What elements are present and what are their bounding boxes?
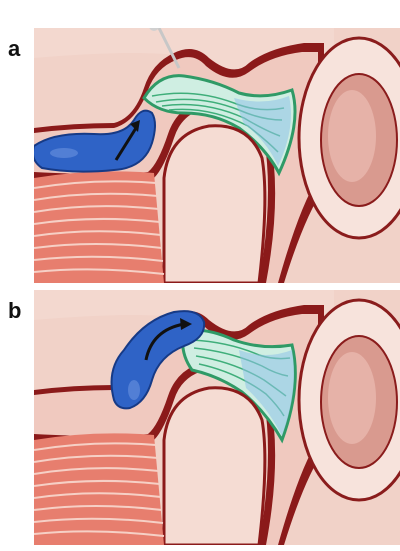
- ear-canal-highlight: [328, 352, 376, 444]
- muscle-fibers: [34, 433, 164, 545]
- panel-a-illustration: [34, 28, 400, 283]
- panel-label-b: b: [8, 300, 21, 322]
- ear-canal-highlight: [328, 90, 376, 182]
- panel-label-a: a: [8, 38, 20, 60]
- condyle: [164, 388, 265, 545]
- panel-b-illustration: [34, 290, 400, 545]
- muscle-fibers: [34, 171, 164, 283]
- cyst-highlight: [128, 380, 140, 400]
- cyst-highlight: [50, 148, 78, 158]
- condyle: [164, 126, 265, 283]
